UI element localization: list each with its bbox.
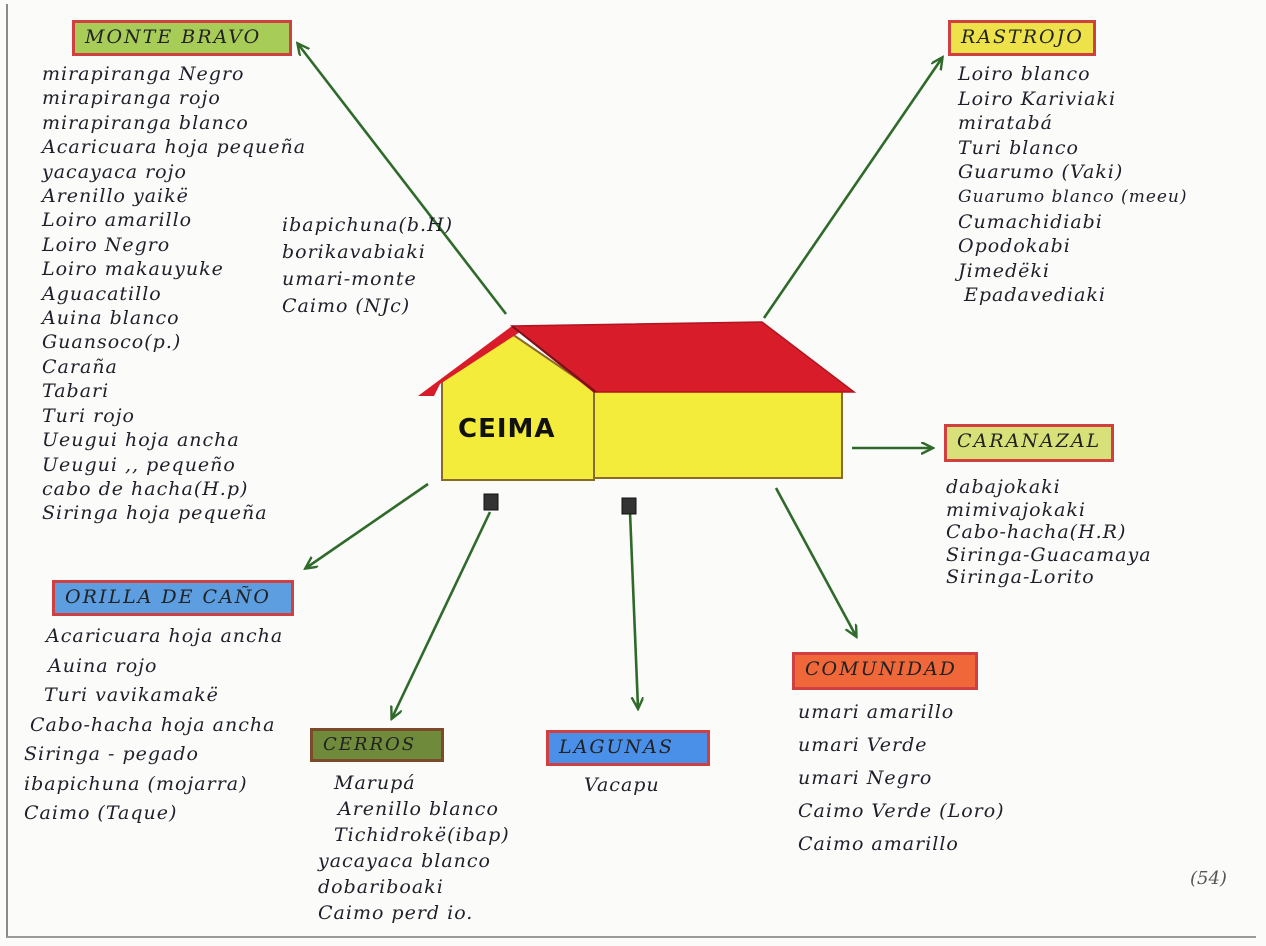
list-item: Cabo-hacha hoja ancha (30, 713, 276, 736)
list-monte-bravo: mirapiranga Negro mirapiranga rojo mirap… (42, 62, 306, 526)
list-cerros: Marupá Arenillo blanco Tichidrokë(ibap) … (318, 770, 510, 926)
list-item: Tabari (42, 380, 110, 403)
list-item: yacayaca rojo (42, 160, 187, 183)
list-item: umari Verde (798, 734, 928, 756)
list-item: Turi vavikamakë (44, 684, 219, 706)
list-item: Epadavediaki (964, 284, 1106, 307)
list-item: umari-monte (282, 268, 417, 290)
house-side-wall (593, 389, 843, 479)
list-rastrojo: Loiro blanco Loiro Kariviaki miratabá Tu… (958, 62, 1188, 308)
list-comunidad: umari amarillo umari Verde umari Negro C… (798, 696, 1005, 861)
list-item: borikavabiaki (282, 241, 426, 263)
list-item: Caimo perd io. (318, 902, 474, 924)
list-item: Aguacatillo (42, 282, 162, 305)
list-item: Acaricuara hoja pequeña (42, 136, 307, 159)
arrows (298, 44, 942, 718)
label-cerros: CERROS (310, 728, 444, 762)
list-item: Siringa-Lorito (946, 566, 1095, 588)
list-item: Siringa-Guacamaya (946, 543, 1152, 566)
list-item: Caimo amarillo (798, 833, 959, 855)
list-lagunas: Vacapu (584, 772, 660, 798)
house-post-left (483, 493, 499, 511)
list-item: yacayaca blanco (318, 850, 491, 872)
label-caranazal: CARANAZAL (944, 424, 1114, 462)
list-item: Caraña (42, 355, 118, 378)
list-item: Marupá (334, 772, 416, 794)
paper-edge (6, 4, 1256, 938)
house-roof-edge (418, 326, 520, 396)
center-label: CEIMA (458, 414, 556, 444)
list-item: mimivajokaki (946, 498, 1087, 521)
label-monte-bravo: MONTE BRAVO (72, 20, 292, 56)
list-item: ibapichuna (mojarra) (24, 772, 248, 795)
list-caranazal: dabajokaki mimivajokaki Cabo-hacha(H.R) … (946, 476, 1152, 589)
list-item: Arenillo blanco (338, 798, 499, 820)
list-item: Guarumo (Vaki) (958, 161, 1124, 184)
list-item: Arenillo yaikë (42, 185, 189, 208)
list-item: Tichidrokë(ibap) (334, 824, 510, 846)
house-drawing (418, 321, 857, 515)
list-item: Caimo Verde (Loro) (798, 800, 1005, 822)
list-item: mirapiranga rojo (42, 87, 221, 110)
list-item: Turi rojo (42, 404, 135, 427)
list-item: umari Negro (798, 767, 933, 789)
list-item: Guarumo blanco (meeu) (958, 186, 1188, 207)
list-item: Loiro Kariviaki (958, 87, 1117, 110)
list-item: Loiro makauyuke (42, 258, 224, 281)
page-number: (54) (1190, 868, 1227, 889)
arrow-to-comunidad (774, 487, 856, 636)
list-item: mirapiranga blanco (42, 111, 249, 134)
list-item: Ueugui ,, pequeño (42, 453, 236, 476)
list-item: Jimedëki (958, 259, 1050, 282)
list-item: miratabá (958, 112, 1053, 135)
list-item: Auina rojo (48, 654, 158, 677)
list-item: cabo de hacha(H.p) (42, 477, 249, 500)
list-item: Guansoco(p.) (42, 331, 182, 354)
list-item: Caimo (Taque) (24, 802, 178, 824)
list-item: Opodokabi (958, 235, 1071, 258)
list-item: Turi blanco (958, 136, 1079, 159)
list-item: mirapiranga Negro (42, 63, 245, 85)
list-item: Loiro amarillo (42, 209, 193, 232)
label-lagunas: LAGUNAS (546, 730, 710, 766)
label-rastrojo: RASTROJO (948, 20, 1096, 56)
list-item: Siringa hoja pequeña (42, 502, 268, 525)
list-item: Ueugui hoja ancha (42, 429, 240, 452)
list-item: dabajokaki (946, 476, 1061, 498)
list-item: Loiro Negro (42, 233, 171, 256)
list-item: dobariboaki (318, 876, 444, 898)
arrow-to-lagunas (628, 511, 638, 708)
arrow-to-rastrojo (762, 58, 942, 319)
list-item: ibapichuna(b.H) (282, 214, 454, 236)
house-post-right (621, 497, 637, 515)
arrow-to-cerros (392, 511, 492, 718)
arrow-to-monte-bravo (298, 44, 508, 315)
list-item: Acaricuara hoja ancha (46, 625, 284, 647)
list-item: Caimo (NJc) (282, 295, 411, 317)
list-item: Auina blanco (42, 307, 180, 330)
label-orilla-de-cano: ORILLA DE CAÑO (52, 580, 294, 616)
list-item: Loiro blanco (958, 63, 1091, 85)
list-item: Cabo-hacha(H.R) (946, 521, 1127, 543)
list-item: Siringa - pegado (24, 743, 199, 765)
label-comunidad: COMUNIDAD (792, 652, 978, 690)
arrow-to-orilla-de-cano (306, 482, 429, 568)
list-item: Cumachidiabi (958, 210, 1103, 233)
list-monte-bravo-col2: ibapichuna(b.H) borikavabiaki umari-mont… (282, 212, 453, 320)
list-orilla-de-cano: Acaricuara hoja ancha Auina rojo Turi va… (24, 622, 283, 829)
list-item: Vacapu (584, 774, 660, 796)
list-item: umari amarillo (798, 701, 955, 723)
